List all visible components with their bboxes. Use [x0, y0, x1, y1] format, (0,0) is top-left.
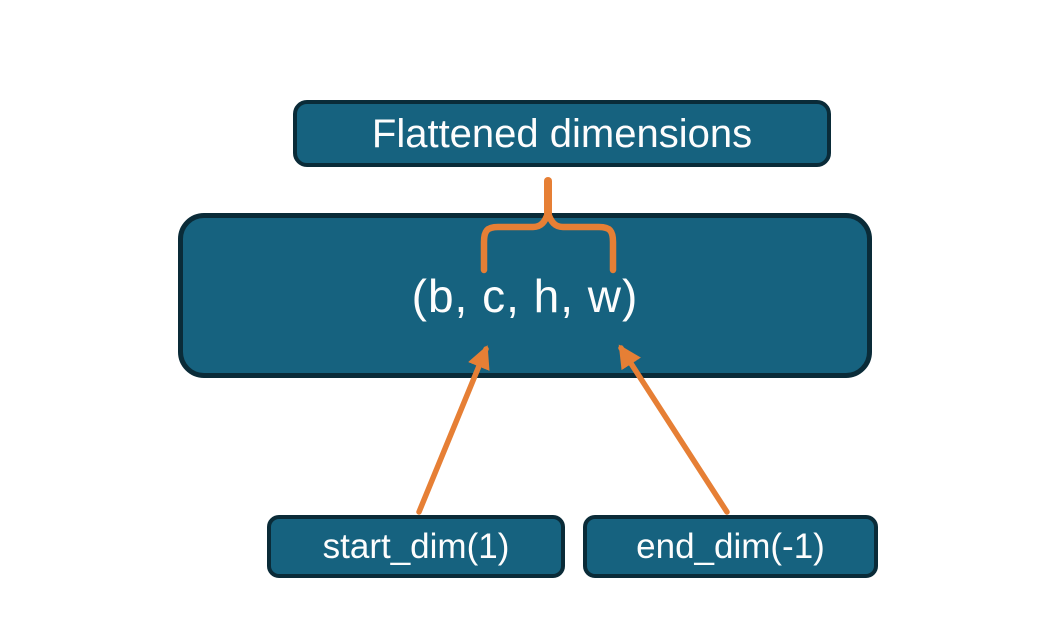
start-dim-label: start_dim(1)	[322, 527, 510, 566]
flattened-dimensions-label: Flattened dimensions	[371, 111, 753, 156]
end-dim-label: end_dim(-1)	[636, 527, 825, 566]
end-dim-box: end_dim(-1)	[583, 515, 878, 578]
flattened-dimensions-box: Flattened dimensions	[293, 100, 831, 167]
start-dim-box: start_dim(1)	[267, 515, 565, 578]
tensor-shape-box: (b, c, h, w)	[178, 213, 872, 378]
tensor-shape-label: (b, c, h, w)	[411, 269, 639, 322]
